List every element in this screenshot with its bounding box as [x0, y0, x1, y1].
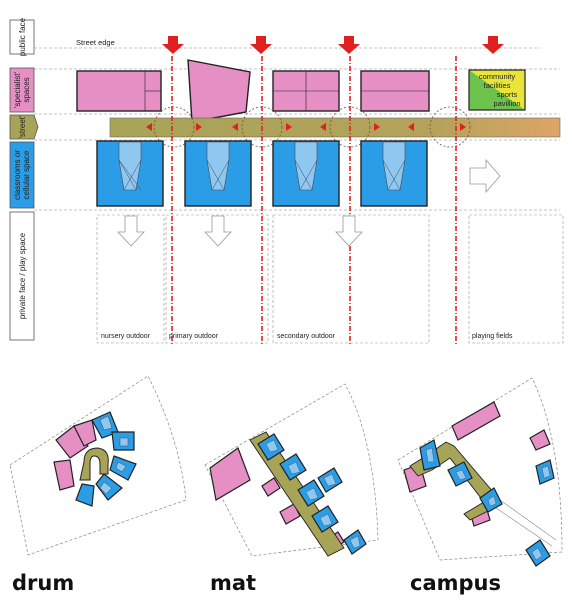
- street-flow-arrows: [146, 123, 466, 131]
- classroom-block-2: [184, 140, 252, 207]
- campus-site-boundary: [397, 377, 563, 561]
- drum-layout: [9, 375, 187, 556]
- mat-layout: [204, 383, 379, 557]
- specialist-spaces-box: [9, 67, 35, 113]
- entry-arrow-3: [338, 36, 360, 54]
- community-label-2: facilities: [484, 81, 511, 90]
- red-axis-lines: [171, 56, 457, 345]
- mat-label: mat: [210, 571, 256, 595]
- public-face-box: [9, 19, 35, 55]
- classroom-block-4: [360, 140, 428, 207]
- specialist-block-2: [187, 59, 251, 123]
- entry-arrow-1: [162, 36, 184, 54]
- entry-arrow-4: [482, 36, 504, 54]
- classrooms-label-2: cellular space: [22, 150, 31, 199]
- playing-fields-label: playing fields: [472, 333, 513, 340]
- community-sports-box: community facilities sports pavillion: [468, 69, 526, 111]
- classrooms-box: [9, 141, 35, 209]
- public-face-label: public face: [18, 17, 27, 56]
- outdoor-down-arrows: [117, 215, 363, 247]
- campus-layout: [397, 377, 563, 567]
- playing-fields-arrow: [469, 158, 501, 194]
- drum-label: drum: [12, 571, 74, 595]
- street-label: 'street': [18, 115, 27, 139]
- nursery-outdoor-label: nursery outdoor: [101, 333, 151, 340]
- specialist-blocks: [76, 59, 430, 123]
- side-label-column: public face 'specialist' spaces 'street'…: [9, 17, 39, 341]
- street-box: [9, 114, 39, 140]
- secondary-outdoor-label: secondary outdoor: [277, 333, 336, 340]
- classrooms-label-1: classrooms or: [13, 150, 22, 200]
- outdoor-zone-outlines: [96, 214, 564, 344]
- entry-arrow-2: [250, 36, 272, 54]
- primary-outdoor-label: primary outdoor: [169, 333, 219, 340]
- guide-lines: [34, 47, 560, 211]
- specialist-label-2: spaces: [22, 77, 31, 102]
- street-edge-label: Street edge: [76, 38, 115, 47]
- entry-arrows: [162, 36, 504, 54]
- private-face-box: [9, 211, 35, 341]
- private-face-label: private face / play space: [18, 232, 27, 319]
- classroom-block-1: [96, 140, 164, 207]
- sports-label-1: sports: [497, 90, 518, 99]
- community-label-1: community: [479, 72, 516, 81]
- drum-site-boundary: [9, 375, 187, 556]
- street-band: [109, 117, 561, 138]
- campus-label: campus: [410, 571, 501, 595]
- specialist-label-1: 'specialist': [13, 72, 22, 108]
- drum-street: [79, 447, 109, 481]
- classroom-block-3: [272, 140, 340, 207]
- sports-label-2: pavillion: [493, 99, 520, 108]
- classroom-blocks: [96, 140, 428, 207]
